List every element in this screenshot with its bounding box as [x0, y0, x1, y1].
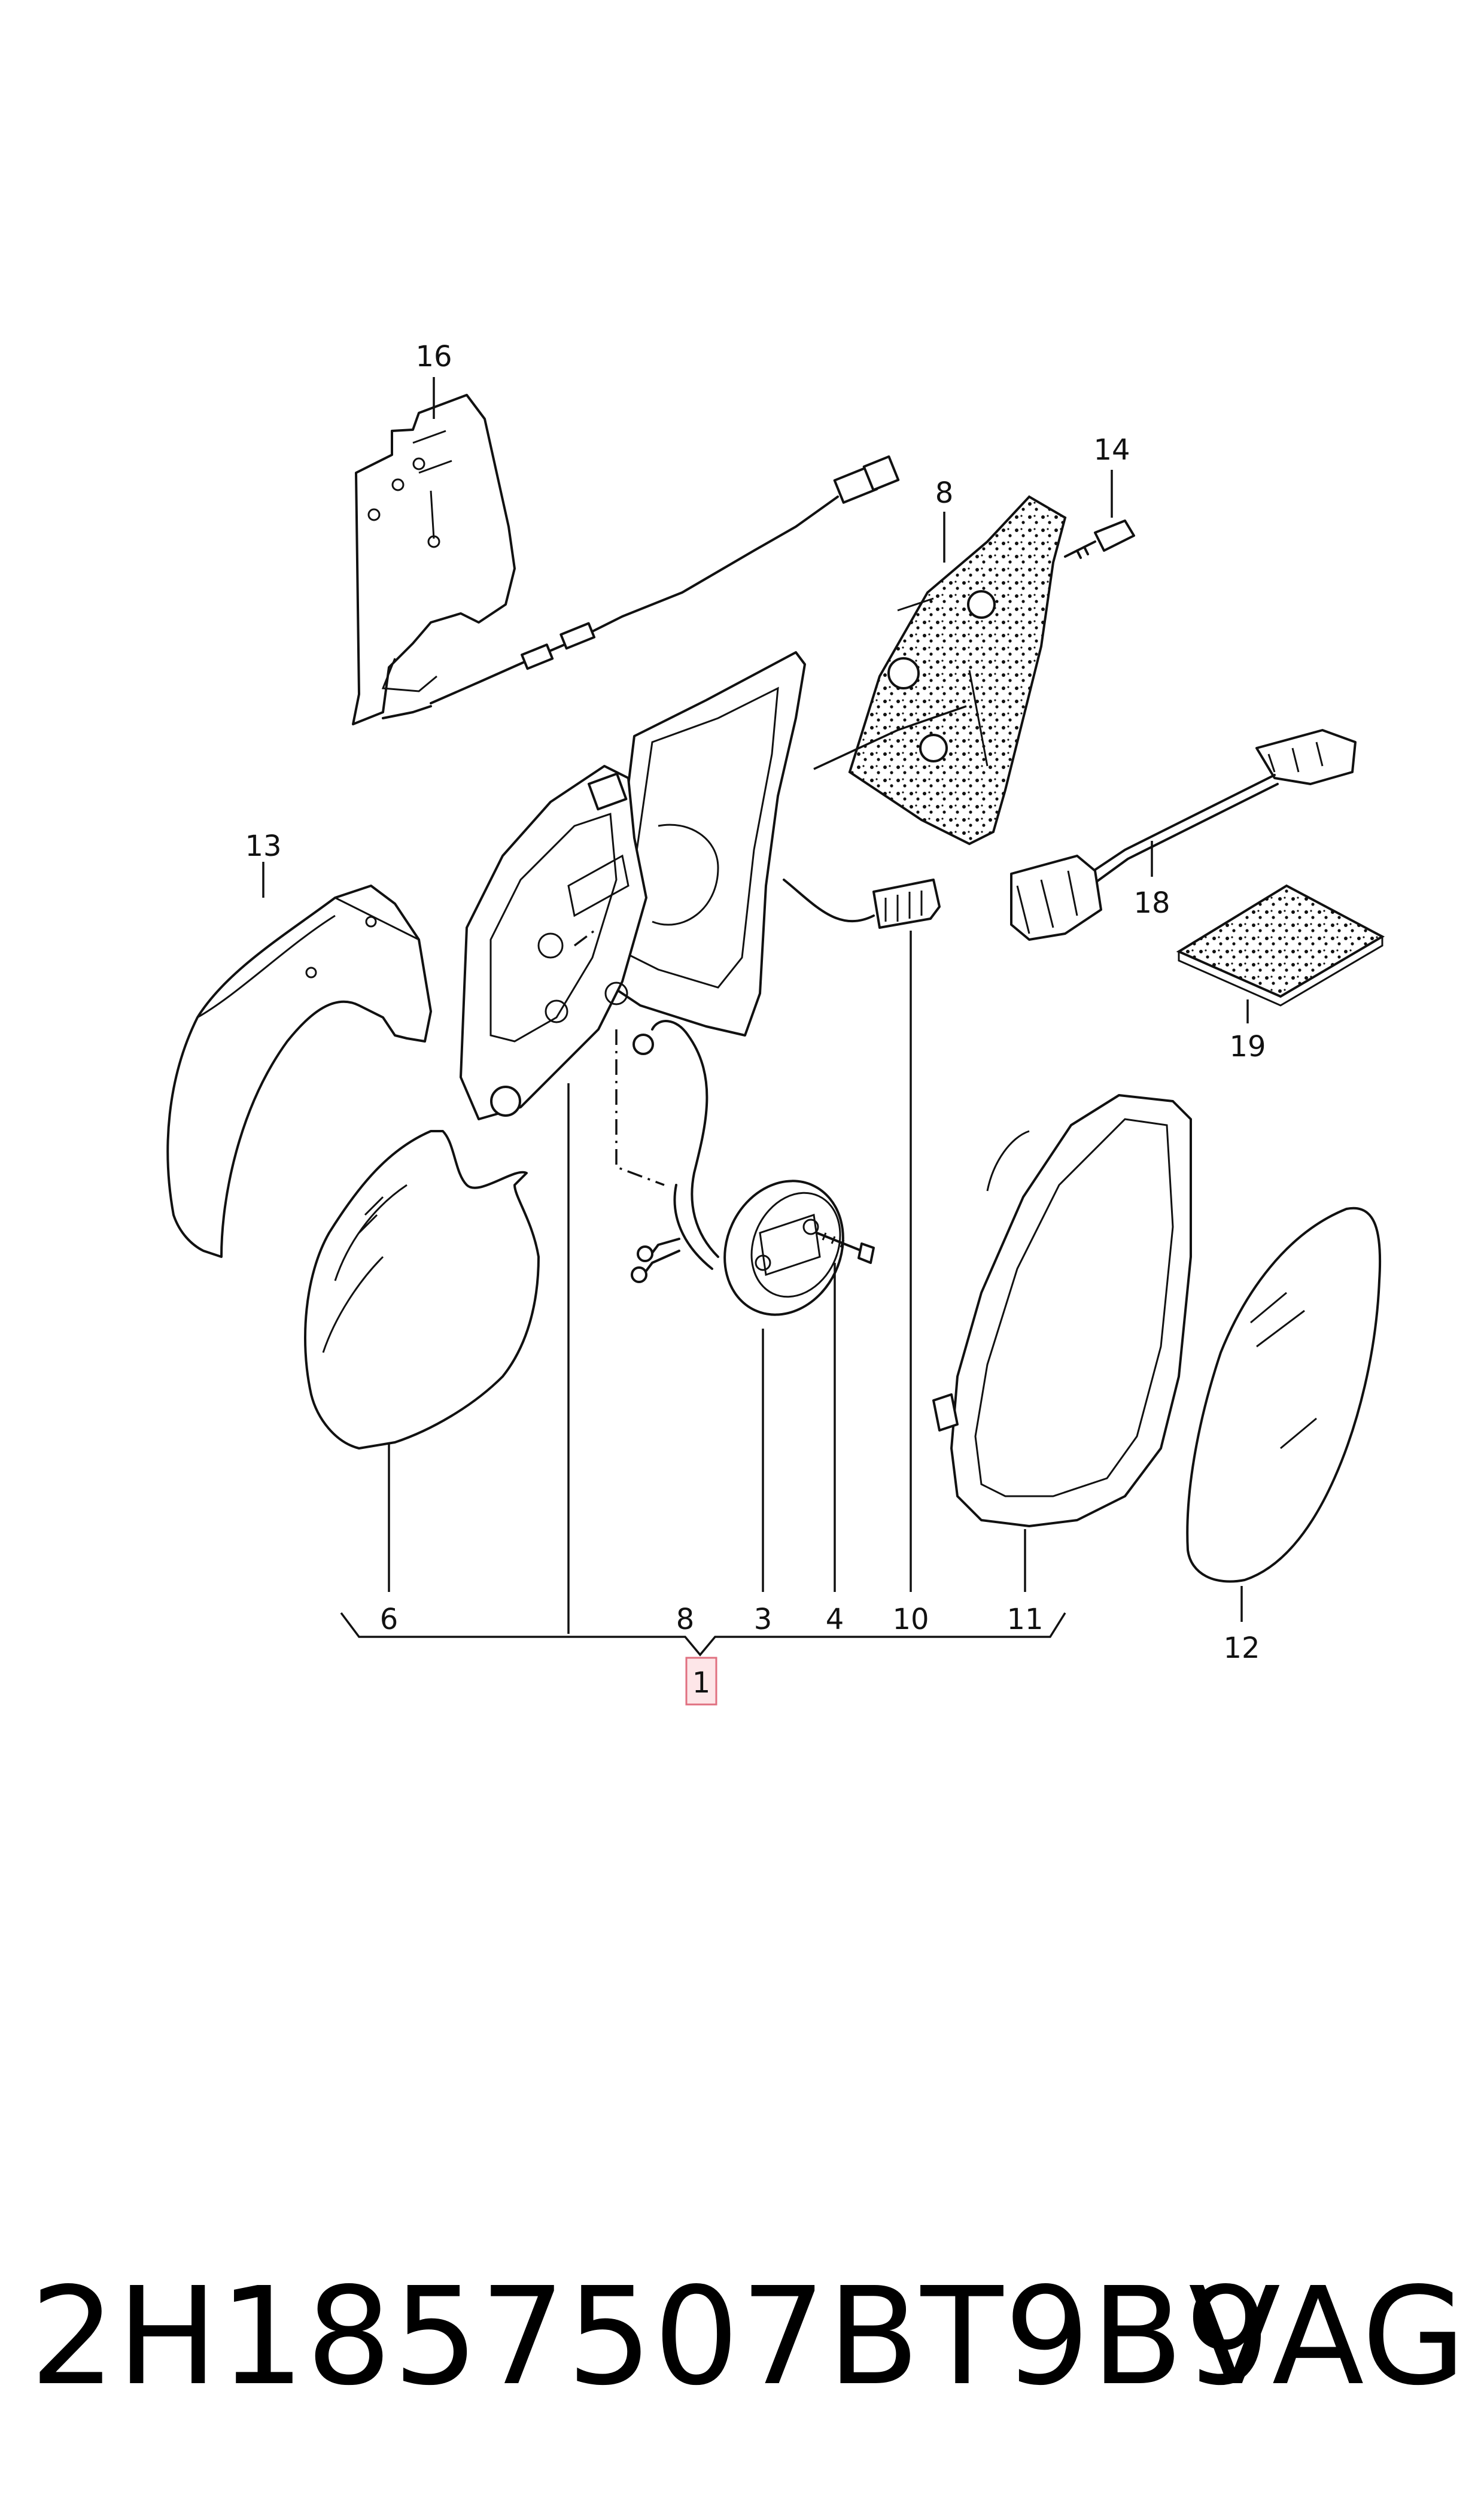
part-4-screw	[816, 1232, 875, 1264]
part-6-lower-cover	[304, 1130, 540, 1450]
callout-1: 1	[692, 1666, 711, 1700]
callout-11: 11	[1006, 1603, 1043, 1636]
part-13-mirror-cap	[166, 885, 432, 1258]
part-11-glass-carrier	[932, 1094, 1192, 1527]
callout-1-box	[685, 1657, 717, 1706]
caption: 2H1857507BT9B9 VAG	[30, 2247, 1466, 2427]
part-16-heating-element	[352, 394, 900, 725]
callout-10: 10	[892, 1603, 929, 1636]
callout-labels: 16 14 8 13 18 19 6 8 3 4 10 11 12 1	[245, 340, 1266, 1700]
callout-4: 4	[826, 1603, 844, 1636]
part-14-screw	[1064, 519, 1135, 559]
callout-8-bottom: 8	[676, 1603, 695, 1636]
callout-6: 6	[380, 1603, 399, 1636]
callout-12: 12	[1223, 1631, 1260, 1665]
brand-name: VAG	[1188, 2259, 1466, 2415]
part-12-mirror-glass	[1186, 1207, 1382, 1583]
callout-3: 3	[754, 1603, 773, 1636]
part-18-wiring-harness	[1010, 729, 1357, 941]
callout-13: 13	[245, 829, 281, 863]
callout-18: 18	[1133, 886, 1170, 920]
part-number: 2H1857507BT9B9	[30, 2259, 1272, 2415]
part-19-pad	[1176, 884, 1385, 1007]
exploded-mirror-diagram: 16 14 8 13 18 19 6 8 3 4 10 11 12 1	[166, 340, 1385, 1706]
part-3-adjuster-motor	[631, 1020, 844, 1316]
callout-8-top: 8	[935, 476, 954, 510]
leader-lines	[262, 377, 1249, 1706]
part-8-adhesive-plate	[848, 495, 1067, 846]
callout-14: 14	[1093, 433, 1130, 467]
callout-19: 19	[1229, 1030, 1266, 1063]
part-8-mirror-base	[460, 651, 941, 1120]
callout-16: 16	[415, 340, 452, 373]
